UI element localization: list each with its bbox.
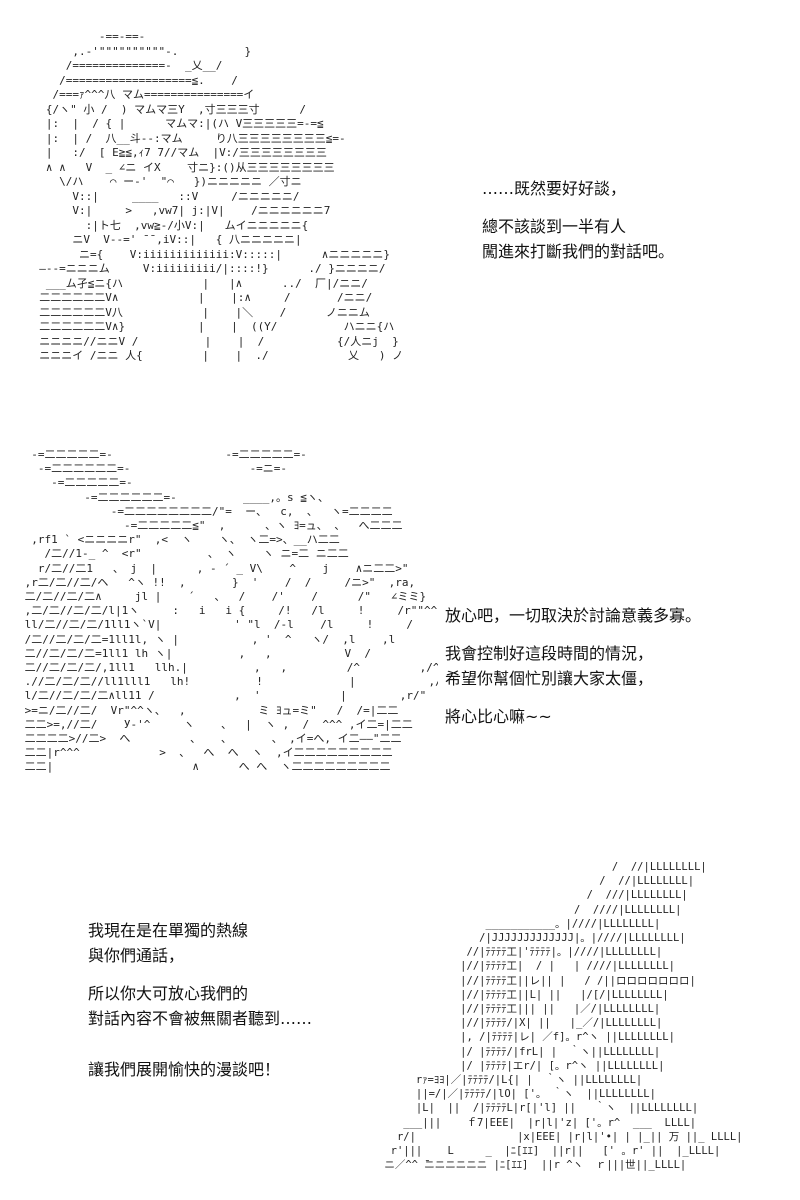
dialogue-line: 將心比心嘛~~ xyxy=(445,707,552,726)
dialogue-block-1: ……既然要好好談， 總不該談到一半有人 闖進來打斷我們的對話吧。 xyxy=(482,176,674,264)
dialogue-line: ……既然要好好談， xyxy=(482,179,627,198)
dialogue-line: 我會控制好這段時間的情況， xyxy=(445,644,654,663)
dialogue-line: 所以你大可放心我們的 xyxy=(88,984,249,1003)
dialogue-line: 放心吧，一切取決於討論意義多寡。 xyxy=(445,606,702,625)
dialogue-line: 與你們通話， xyxy=(88,946,185,965)
line-gap xyxy=(445,628,701,641)
dialogue-block-2: 放心吧，一切取決於討論意義多寡。 我會控制好這段時間的情況， 希望你幫個忙別讓大… xyxy=(445,603,701,729)
ascii-art-figure-hand-gesture: -=二二二二二=- -=二二二二二=- -=二二二二二二=- -=ニ=- -=二… xyxy=(24,448,438,774)
dialogue-line: 讓我們展開愉快的漫談吧！ xyxy=(88,1060,281,1079)
dialogue-line: 對話內容不會被無關者聽到…… xyxy=(88,1009,313,1028)
dialogue-line: 總不該談到一半有人 xyxy=(482,217,627,236)
line-gap xyxy=(482,201,674,214)
dialogue-line: 希望你幫個忙別讓大家太僵， xyxy=(445,669,654,688)
ascii-art-figure-portrait: -==-==- ,.-'""""""""""-. } /============… xyxy=(39,30,404,362)
line-gap xyxy=(88,968,312,981)
line-gap xyxy=(88,1044,312,1057)
dialogue-block-3: 我現在是在單獨的熱線 與你們通話， 所以你大可放心我們的 對話內容不會被無關者聽… xyxy=(88,918,312,1082)
ascii-art-city-buildings: / //|LLLLLLLL| / //|LLLLLLLL| / ///|LLLL… xyxy=(384,861,743,1172)
dialogue-line: 我現在是在單獨的熱線 xyxy=(88,921,249,940)
line-gap xyxy=(88,1031,312,1044)
dialogue-line: 闖進來打斷我們的對話吧。 xyxy=(482,242,675,261)
line-gap xyxy=(445,691,701,704)
